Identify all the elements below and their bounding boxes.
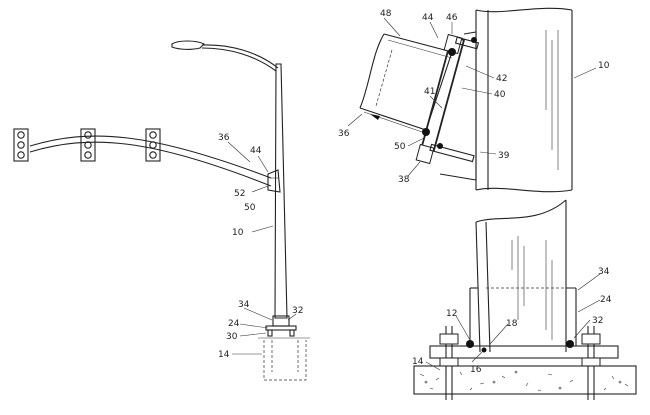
mast-arm-lower (29, 141, 272, 187)
bottom-right-figure-base-detail: 34 24 12 18 32 14 16 (412, 199, 637, 400)
ref-42-detail: 42 (496, 74, 507, 84)
arm-tube-break (359, 33, 385, 109)
ref-32-left: 32 (292, 306, 303, 316)
lower-bolt (429, 143, 475, 163)
luminaire-arm-lower (201, 47, 277, 72)
ref-39-detail: 39 (498, 151, 510, 161)
ref-24-left: 24 (228, 319, 240, 329)
ref-34-base: 34 (598, 267, 610, 277)
ref-48-detail: 48 (380, 9, 392, 19)
concrete-foundation (413, 365, 637, 395)
ref-36-left: 36 (218, 133, 230, 143)
mast-arm (29, 135, 272, 179)
base-sleeve (469, 287, 577, 346)
base-plate (265, 325, 297, 331)
base-plate-detail (429, 345, 619, 359)
lower-bolt-nut (415, 143, 435, 165)
upper-bolt (454, 36, 480, 50)
ref-10-detail: 10 (598, 61, 610, 71)
ref-36-detail: 36 (338, 129, 350, 139)
signal-head-1 (13, 128, 29, 162)
ref-44-detail: 44 (422, 13, 434, 23)
weld-upper (448, 48, 456, 56)
arm-bracket (267, 169, 281, 193)
weld-left (466, 340, 474, 348)
foundation (263, 340, 307, 381)
top-right-figure-arm-connection: 48 44 46 10 42 40 41 36 50 39 38 (338, 7, 610, 193)
right-anchor-bolt (581, 326, 601, 400)
ref-44-left: 44 (250, 146, 262, 156)
ref-46-detail: 46 (446, 13, 458, 23)
signal-head-2 (80, 128, 96, 162)
ref-34-left: 34 (238, 300, 250, 310)
luminaire-arm (201, 44, 279, 69)
pole-shaft (274, 63, 288, 319)
ref-41-detail: 41 (424, 87, 435, 97)
ref-30-left: 30 (226, 332, 238, 342)
arm-tube (359, 33, 453, 131)
ref-40-detail: 40 (494, 90, 506, 100)
ref-14-base: 14 (412, 357, 424, 367)
ref-50-left: 50 (244, 203, 256, 213)
ref-50-detail: 50 (394, 142, 406, 152)
pole-break (475, 199, 567, 223)
ref-52-left: 52 (234, 189, 245, 199)
ref-14-left: 14 (218, 350, 230, 360)
pole-bottom-break (475, 187, 573, 193)
ref-24-base: 24 (600, 295, 612, 305)
weld-right (566, 340, 574, 348)
signal-head-3 (145, 128, 161, 162)
ref-32-base: 32 (592, 316, 603, 326)
ref-12-base: 12 (446, 309, 457, 319)
luminaire-head (171, 40, 205, 50)
ref-38-detail: 38 (398, 175, 410, 185)
ref-18-base: 18 (506, 319, 518, 329)
pole-top-break (475, 7, 573, 13)
pole-mount-plate (439, 31, 477, 181)
left-figure-pole-assembly: 36 44 52 50 10 34 32 24 30 14 (13, 40, 310, 381)
ref-10-left: 10 (232, 228, 244, 238)
left-anchor-bolt (439, 326, 459, 400)
weld-lower (422, 128, 430, 136)
ref-16-base: 16 (470, 365, 482, 375)
